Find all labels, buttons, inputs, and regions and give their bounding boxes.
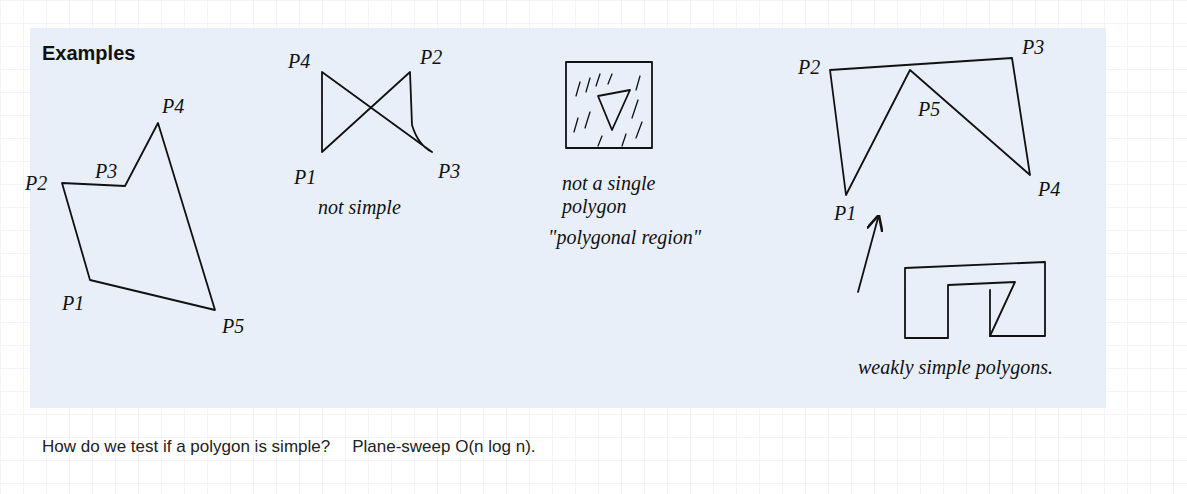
vertex-label: P2 bbox=[420, 46, 442, 69]
vertex-label: P4 bbox=[162, 95, 184, 118]
annotation: weakly simple polygons. bbox=[858, 356, 1053, 379]
question-text: How do we test if a polygon is simple? bbox=[42, 437, 330, 457]
overlap-edge bbox=[989, 290, 991, 336]
vertex-label: P5 bbox=[222, 315, 244, 338]
example-panel bbox=[30, 28, 1106, 408]
vertex-label: P5 bbox=[918, 98, 940, 121]
section-heading: Examples bbox=[42, 42, 135, 65]
weakly-simple-polygon bbox=[830, 58, 1030, 195]
weakly-simple-polygon bbox=[905, 262, 1045, 338]
vertex-label: P1 bbox=[62, 292, 84, 315]
vertex-label: P2 bbox=[798, 56, 820, 79]
vertex-label: P3 bbox=[95, 160, 117, 183]
vertex-label: P3 bbox=[1022, 36, 1044, 59]
vertex-label: P2 bbox=[25, 172, 47, 195]
vertex-label: P3 bbox=[438, 160, 460, 183]
vertex-label: P1 bbox=[834, 202, 856, 225]
simple-polygon bbox=[62, 123, 215, 310]
vertex-label: P4 bbox=[1038, 178, 1060, 201]
region-hole bbox=[598, 90, 630, 130]
pointer-arrow bbox=[858, 218, 878, 292]
hatching bbox=[574, 74, 642, 146]
vertex-label: P4 bbox=[288, 50, 310, 73]
vertex-label: P1 bbox=[294, 166, 316, 189]
annotation: "polygonal region" bbox=[548, 226, 701, 249]
answer-text: Plane-sweep O(n log n). bbox=[352, 437, 535, 457]
region-outline bbox=[566, 62, 652, 148]
bowtie-polygon bbox=[322, 72, 432, 152]
annotation: not a single polygon bbox=[562, 172, 692, 218]
annotation: not simple bbox=[318, 196, 401, 219]
